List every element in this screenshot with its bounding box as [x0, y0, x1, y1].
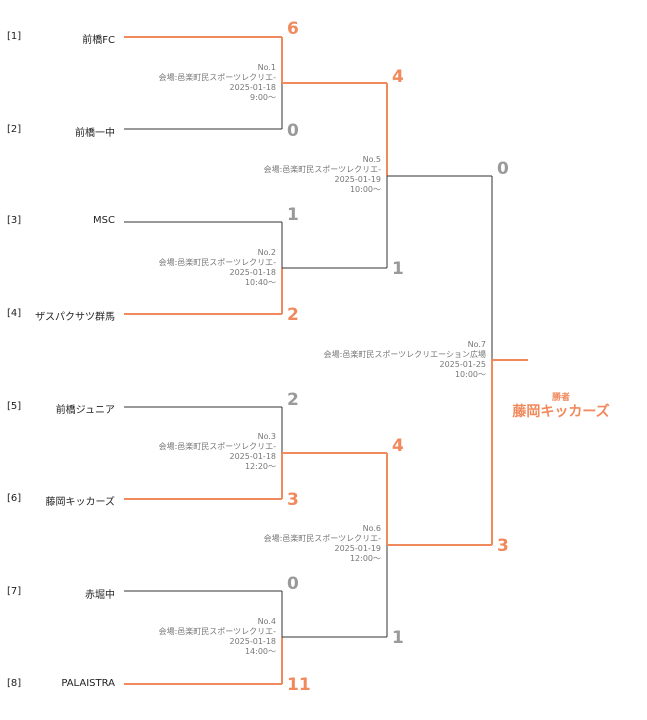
match-5-info[interactable]: No.5 会場:邑楽町民スポーツレクリエ- 2025-01-19 10:00～ [264, 155, 381, 195]
team-name-5[interactable]: 前橋ジュニア [55, 405, 115, 416]
match-5-score-bottom: 1 [392, 259, 404, 279]
match-5-time: 10:00～ [349, 185, 381, 194]
seed-2: [2] [7, 124, 22, 135]
match-4-score-bottom: 11 [287, 675, 311, 695]
match-2-date: 2025-01-18 [229, 268, 277, 277]
match-4-info[interactable]: No.4 会場:邑楽町民スポーツレクリエ- 2025-01-18 14:00～ [159, 617, 276, 657]
match-7-score-bottom: 3 [497, 536, 509, 556]
seed-1: [1] [7, 31, 22, 42]
seed-3: [3] [7, 215, 22, 226]
match-3-score-top: 2 [287, 390, 299, 410]
match-5-venue: 会場:邑楽町民スポーツレクリエ- [263, 165, 381, 174]
match-3-date: 2025-01-18 [229, 452, 277, 461]
match-4-time: 14:00～ [244, 647, 276, 656]
match-3-info[interactable]: No.3 会場:邑楽町民スポーツレクリエ- 2025-01-18 12:20～ [159, 432, 276, 472]
champion-name[interactable]: 藤岡キッカーズ [512, 404, 610, 420]
match-2-time: 10:40～ [244, 278, 276, 287]
match-7-date: 2025-01-25 [439, 360, 487, 369]
match-7-no: No.7 [467, 340, 486, 349]
match-5-no: No.5 [362, 155, 381, 164]
match-7-time: 10:00～ [454, 370, 486, 379]
match-5-date: 2025-01-19 [334, 175, 382, 184]
match-6-no: No.6 [362, 524, 381, 533]
match-1-no: No.1 [257, 63, 276, 72]
team-name-7[interactable]: 赤堀中 [85, 590, 115, 601]
team-name-8[interactable]: PALAISTRA [61, 678, 115, 689]
team-name-4[interactable]: ザスパクサツ群馬 [35, 312, 115, 323]
seed-8: [8] [7, 678, 22, 689]
match-4-no: No.4 [257, 617, 276, 626]
match-2-score-bottom: 2 [287, 305, 299, 325]
match-2-venue: 会場:邑楽町民スポーツレクリエ- [158, 258, 276, 267]
match-2-no: No.2 [257, 248, 276, 257]
match-4-score-top: 0 [287, 574, 299, 594]
match-6-venue: 会場:邑楽町民スポーツレクリエ- [263, 534, 381, 543]
match-6-score-bottom: 1 [392, 628, 404, 648]
seed-5: [5] [7, 401, 22, 412]
match-3-venue: 会場:邑楽町民スポーツレクリエ- [158, 442, 276, 451]
match-4-date: 2025-01-18 [229, 637, 277, 646]
match-4-venue: 会場:邑楽町民スポーツレクリエ- [158, 627, 276, 636]
team-name-1[interactable]: 前橋FC [82, 35, 115, 46]
match-6-time: 12:00～ [349, 554, 381, 563]
match-7-info[interactable]: No.7 会場:邑楽町民スポーツレクリエーション広場 2025-01-25 10… [324, 340, 486, 380]
match-2-score-top: 1 [287, 205, 299, 225]
match-1-info[interactable]: No.1 会場:邑楽町民スポーツレクリエ- 2025-01-18 9:00～ [159, 63, 276, 103]
match-7-score-top: 0 [497, 159, 509, 179]
seed-7: [7] [7, 586, 22, 597]
match-6-info[interactable]: No.6 会場:邑楽町民スポーツレクリエ- 2025-01-19 12:00～ [264, 524, 381, 564]
seed-6: [6] [7, 493, 22, 504]
team-name-3[interactable]: MSC [93, 215, 115, 226]
match-1-score-top: 6 [287, 19, 299, 39]
team-name-6[interactable]: 藤岡キッカーズ [45, 497, 116, 508]
match-2-info[interactable]: No.2 会場:邑楽町民スポーツレクリエ- 2025-01-18 10:40～ [159, 248, 276, 288]
team-name-2[interactable]: 前橋一中 [75, 128, 115, 139]
match-7-venue: 会場:邑楽町民スポーツレクリエーション広場 [323, 350, 486, 359]
match-1-score-bottom: 0 [287, 121, 299, 141]
seed-4: [4] [7, 308, 22, 319]
match-1-time: 9:00～ [250, 93, 276, 102]
match-6-score-top: 4 [392, 436, 404, 456]
match-6-date: 2025-01-19 [334, 544, 382, 553]
match-3-no: No.3 [257, 432, 276, 441]
match-3-score-bottom: 3 [287, 490, 299, 510]
match-1-date: 2025-01-18 [229, 83, 277, 92]
match-1-venue: 会場:邑楽町民スポーツレクリエ- [158, 73, 276, 82]
champion-label: 勝者 [551, 393, 570, 403]
match-5-score-top: 4 [392, 67, 404, 87]
match-3-time: 12:20～ [244, 462, 276, 471]
